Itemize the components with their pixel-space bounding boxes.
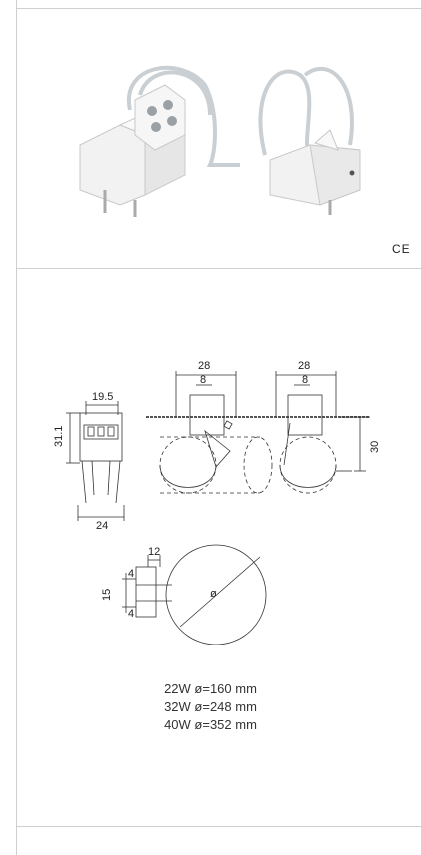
ce-mark: CE — [392, 242, 411, 256]
front-view — [66, 401, 125, 521]
dim-tube-gap-top: 4 — [128, 568, 134, 580]
technical-drawing: 19.5 31.1 24 28 8 28 8 30 — [53, 360, 381, 645]
dim-slot-b: 8 — [302, 374, 308, 386]
dim-tube-offset: 12 — [148, 546, 160, 558]
side-view-right — [275, 371, 370, 494]
spec-line-22w: 22W ø=160 mm — [164, 681, 257, 696]
dim-right-height: 30 — [369, 441, 381, 453]
dim-side-width-a: 28 — [198, 360, 210, 372]
bottom-divider — [16, 826, 421, 827]
dim-diameter-symbol: ø — [210, 588, 217, 600]
tube-detail — [122, 544, 267, 645]
section-divider — [16, 268, 421, 269]
wattage-spec-list: 22W ø=160 mm 32W ø=248 mm 40W ø=352 mm — [0, 680, 421, 734]
dim-side-width-b: 28 — [298, 360, 310, 372]
spec-line-32w: 32W ø=248 mm — [164, 699, 257, 714]
dim-base-width: 24 — [96, 520, 108, 532]
dim-front-height: 31.1 — [53, 426, 65, 447]
spec-line-40w: 40W ø=352 mm — [164, 717, 257, 732]
dim-front-width: 19.5 — [92, 391, 113, 403]
dim-tube-gap-mid: 15 — [101, 589, 113, 601]
page-frame — [16, 0, 421, 855]
top-divider — [16, 8, 421, 9]
product-photo — [79, 65, 361, 217]
dim-slot-a: 8 — [200, 374, 206, 386]
side-view-left — [159, 371, 273, 494]
dim-tube-gap-bottom: 4 — [128, 608, 134, 620]
